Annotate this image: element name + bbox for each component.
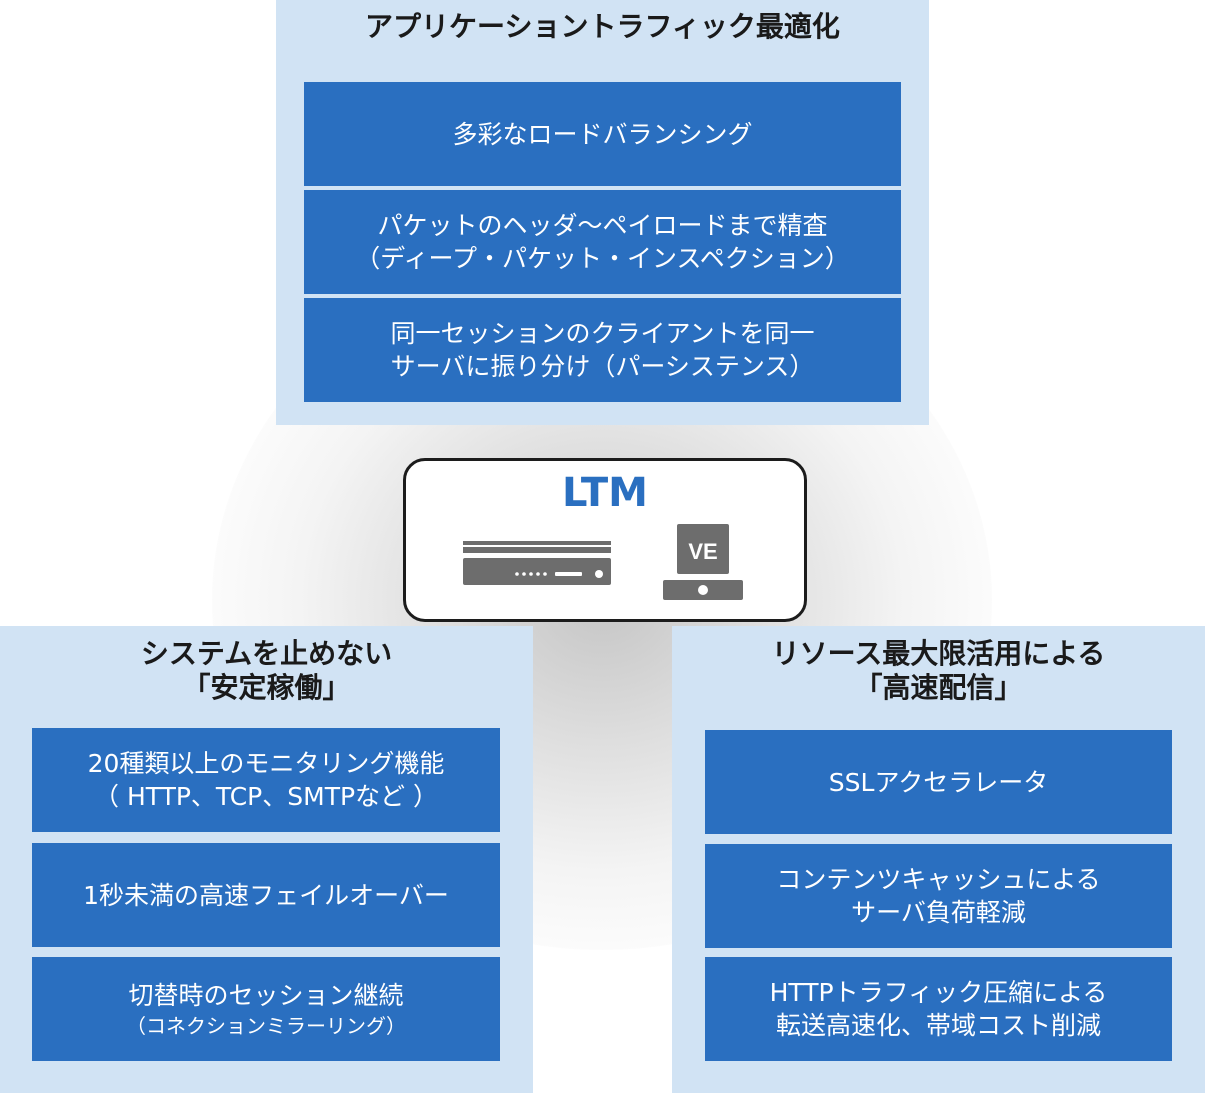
svg-text:VE: VE <box>688 539 717 564</box>
panel-fast-delivery: リソース最大限活用による 「高速配信」 SSLアクセラレータ コンテンツキャッシ… <box>672 626 1205 1093</box>
feature-persistence: 同一セッションのクライアントを同一 サーバに振り分け（パーシステンス） <box>304 298 901 402</box>
ltm-box: LTM VE <box>403 458 807 622</box>
feature-failover: 1秒未満の高速フェイルオーバー <box>32 843 500 947</box>
hardware-appliance-icon <box>463 541 611 585</box>
panel-application-optimization: アプリケーショントラフィック最適化 多彩なロードバランシング パケットのヘッダ〜… <box>276 0 929 425</box>
feature-load-balancing: 多彩なロードバランシング <box>304 82 901 186</box>
ve-monitor-icon: VE <box>663 524 743 600</box>
feature-session-continuity: 切替時のセッション継続 （コネクションミラーリング） <box>32 957 500 1061</box>
feature-deep-packet-inspection: パケットのヘッダ〜ペイロードまで精査 （ディープ・パケット・インスペクション） <box>304 190 901 294</box>
feature-monitoring: 20種類以上のモニタリング機能 （ HTTP、TCP、SMTPなど ） <box>32 728 500 832</box>
panel-title: リソース最大限活用による 「高速配信」 <box>771 637 1106 704</box>
panel-title: アプリケーショントラフィック最適化 <box>365 10 840 43</box>
feature-content-cache: コンテンツキャッシュによる サーバ負荷軽減 <box>705 844 1172 948</box>
virtual-edition-icon: VE <box>663 524 745 606</box>
feature-http-compression: HTTPトラフィック圧縮による 転送高速化、帯域コスト削減 <box>705 957 1172 1061</box>
ltm-title: LTM <box>562 470 648 516</box>
feature-ssl-accelerator: SSLアクセラレータ <box>705 730 1172 834</box>
panel-title: システムを止めない 「安定稼働」 <box>140 637 393 704</box>
panel-stable-operation: システムを止めない 「安定稼働」 20種類以上のモニタリング機能 （ HTTP、… <box>0 626 533 1093</box>
